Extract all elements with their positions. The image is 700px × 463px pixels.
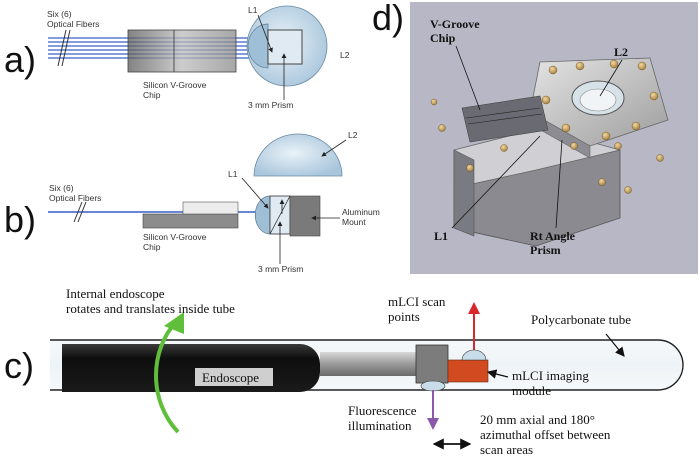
label-b-mount-2: Mount [342,217,366,227]
label-b-fibers-1: Six (6) [49,183,74,193]
label-b-l2: L2 [348,130,358,140]
label-b-prism: 3 mm Prism [258,264,303,274]
label-fluorescence-1: Fluorescence [348,403,417,418]
label-d-chip-2: Chip [430,31,456,45]
label-offset-1: 20 mm axial and 180° [480,412,595,427]
silicon-v-groove-chip [128,30,236,72]
label-internal-1: Internal endoscope [66,286,165,301]
panel-b-letter: b) [4,199,36,240]
label-a-fibers-2: Optical Fibers [47,19,99,29]
label-a-chip-1: Silicon V-Groove [143,80,207,90]
label-a-prism: 3 mm Prism [248,100,293,110]
label-fluorescence-2: illumination [348,418,412,433]
fiber-break-marks [57,29,71,67]
label-offset-3: scan areas [480,442,533,457]
panel-d: d) V-Groove Chip L2 L1 Rt Angle Prism [372,0,698,274]
label-d-chip-1: V-Groove [430,17,480,31]
label-module-2: module [512,383,551,398]
label-a-fibers-1: Six (6) [47,9,72,19]
label-d-l2: L2 [614,45,628,59]
label-d-l1: L1 [434,229,448,243]
label-a-l2: L2 [340,50,350,60]
label-scan-points-1: mLCI scan [388,294,446,309]
fiber-break-marks-b [73,201,87,223]
mlci-imaging-module [447,359,489,383]
label-b-fibers-2: Optical Fibers [49,193,101,203]
silicon-v-groove-chip-b [142,213,239,229]
aluminum-mount [289,195,321,237]
prism [267,29,303,65]
label-b-l1: L1 [228,169,238,179]
label-b-mount-1: Aluminum [342,207,380,217]
endoscope-shaft [320,352,416,376]
label-tube: Polycarbonate tube [531,312,631,327]
label-internal-2: rotates and translates inside tube [66,301,235,316]
endoscope-body [62,344,320,392]
label-b-chip-1: Silicon V-Groove [143,232,207,242]
lens-l2-dome [253,133,343,177]
rotation-arrow [154,320,180,434]
panel-b: b) Six (6) Optical Fibers Silicon V-Groo… [4,130,380,274]
endoscope-label-box [195,368,273,386]
panel-a: a) Six (6) Optical Fibers Silicon V-Groo… [4,5,350,110]
label-module-1: mLCI imaging [512,368,589,383]
label-offset-2: azimuthal offset between [480,427,611,442]
endoscope-head [415,344,449,384]
label-d-prism-2: Prism [530,243,561,257]
screws [430,59,664,194]
label-a-chip-2: Chip [143,90,161,100]
label-a-l1: L1 [248,5,258,15]
label-endoscope: Endoscope [202,370,259,385]
lens-l1 [247,23,269,69]
label-b-chip-2: Chip [143,242,161,252]
label-d-prism-1: Rt Angle [530,229,576,243]
panel-d-letter: d) [372,0,404,38]
label-scan-points-2: points [388,309,420,324]
panel-a-letter: a) [4,39,36,80]
panel-c: c) Endoscope Internal endoscope [4,286,684,457]
panel-c-letter: c) [4,345,34,386]
chip-lid [182,201,239,215]
